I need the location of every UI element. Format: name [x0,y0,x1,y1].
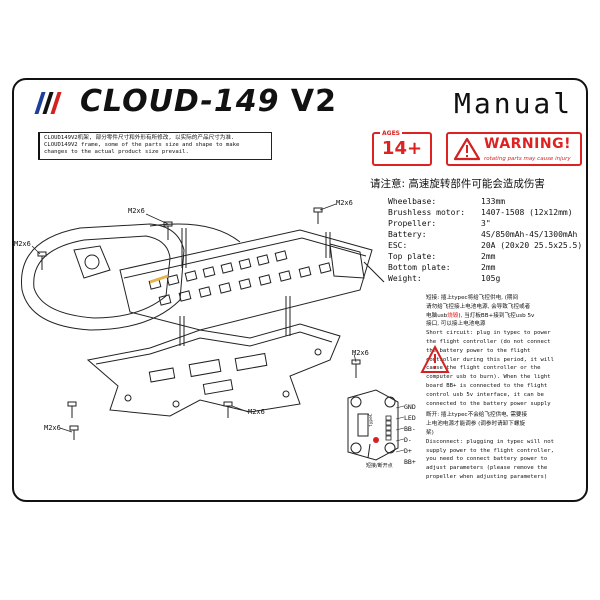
svg-text:typeC: typeC [368,413,374,427]
spec-value: 1407-1508 (12x12mm) [481,208,573,217]
disconnect-en: propeller when adjusting parameters) [426,473,548,480]
size-note: CLOUD149V2机架, 部分零件尺寸和外形有所修改, 以实际的产品尺寸为准.… [38,132,272,160]
short-cn-1: 短接: 插上typec将给飞控供电, (期间 [426,295,519,301]
camera-mount [73,245,111,279]
screw-tag: M2x6 [128,207,145,215]
spec-value: 133mm [481,197,506,206]
warning-title: WARNING! [484,136,571,152]
screw-tag: M2x6 [336,199,353,207]
short-cn-3: 电脑usb烧毁), 当灯板BB+接到飞控usb 5v [426,312,535,319]
warning-cn: 请注意: 高速旋转部件可能会造成伤害 [370,178,545,190]
spec-value: 105g [481,274,501,283]
logo-name: CLOUD-149 [80,84,280,119]
warning-triangle-icon [454,137,480,161]
disconnect-en: adjust parameters (please remove the [426,465,548,472]
prop-guard-inner [33,235,171,319]
disconnect-en: supply power to the flight controller, [426,447,554,454]
prop-guard-outline [20,223,185,331]
spec-value: 2mm [481,263,496,272]
short-point-marker [373,437,379,443]
spec-key: Top plate: [388,252,437,261]
pin-leaders [395,405,405,453]
note-line-en-2: changes to the actual product size preva… [44,149,189,155]
short-en: the battery power to the flight [426,347,531,354]
flight-controller-board: typeC [347,389,399,461]
short-en: cause the flight controller or the [426,365,541,372]
disconnect-cn-3: 桨) [426,429,434,436]
spec-key: Brushless motor: [388,208,466,217]
screw-tag: M2x6 [352,349,369,357]
spec-key: Weight: [388,274,422,283]
spec-value: 2mm [481,252,496,261]
warning-box: WARNING! rotating parts may cause injury [446,132,582,166]
burn-warning: 烧毁 [447,312,459,319]
bottom-plate [86,323,341,417]
age-value: 14+ [381,138,423,159]
short-en: control usb 5v interface, it can be [426,391,544,398]
pin-label: D+ [404,447,412,455]
disconnect-en: Disconnect: plugging in typec will not [426,438,554,445]
spec-key: Bottom plate: [388,263,451,272]
note-line-en-1: CLOUD149V2 frame, some of the parts size… [44,142,240,148]
pin-label: GND [404,403,416,411]
standoffs [179,228,331,346]
screw-tag: M2x6 [44,424,61,432]
spec-key: Propeller: [388,219,437,228]
top-plate-cutouts [148,250,332,306]
pin-label: BB+ [404,458,416,466]
screw-tag: M2x6 [14,240,31,248]
manual-sheet [12,78,588,502]
rear-plate [329,243,365,279]
board-caption: 短接/断开点 [366,463,393,469]
product-logo: CLOUD-149 V2 [80,82,337,122]
spec-value: 3" [481,219,491,228]
short-en: connected to the battery power supply [426,400,551,407]
disconnect-en: you need to connect battery power to [426,456,548,463]
caution-triangle-icon [420,344,450,373]
leader-lines [31,203,357,433]
spec-value: 20A (20x20 25.5x25.5) [481,241,583,250]
spec-key: Wheelbase: [388,197,437,206]
short-en: board BB+ is connected to the flight [426,382,548,389]
short-en: controller during this period, it will [426,356,554,363]
pin-labels: GND LED BB- D- D+ BB+ [404,402,416,468]
warning-subtitle: rotating parts may cause injury [484,156,571,162]
disconnect-cn-2: 上电池电源才能调参 (调参时请卸下螺旋 [426,421,526,428]
short-en: Short circuit: plug in typec to power [426,330,551,337]
pin-label: BB- [404,425,416,433]
disconnect-cn-1: 断开: 插上typec不会给飞控供电, 需要接 [426,412,528,419]
manual-title: Manual [454,87,574,120]
note-line-cn: CLOUD149V2机架, 部分零件尺寸和外形有所修改, 以实际的产品尺寸为准. [44,135,235,141]
short-cn-4: 接口, 可以接上电池电源 [426,321,486,328]
pin-label: LED [404,414,416,422]
spec-value: 4S/850mAh-4S/1300mAh [481,230,578,239]
wiring-notes: 短接: 插上typec将给飞控供电, (期间 请勿给飞控接上电池电源, 会导致飞… [426,294,586,482]
short-cn-2: 请勿给飞控接上电池电源, 会导致飞控或者 [426,303,531,310]
short-en: the flight controller (do not connect [426,338,551,345]
screw-tag: M2x6 [248,408,265,416]
top-plate [119,229,373,331]
age-label: AGES [380,130,402,137]
spec-key: Battery: [388,230,427,239]
screws [37,207,361,440]
bottom-plate-cutouts [124,348,322,408]
short-en: computer usb to burn). When the light [426,374,551,381]
highlight-mark [149,274,169,284]
spec-key: ESC: [388,241,408,250]
pin-label: D- [404,436,412,444]
logo-version: V2 [290,84,338,119]
age-badge: AGES 14+ [372,130,432,166]
